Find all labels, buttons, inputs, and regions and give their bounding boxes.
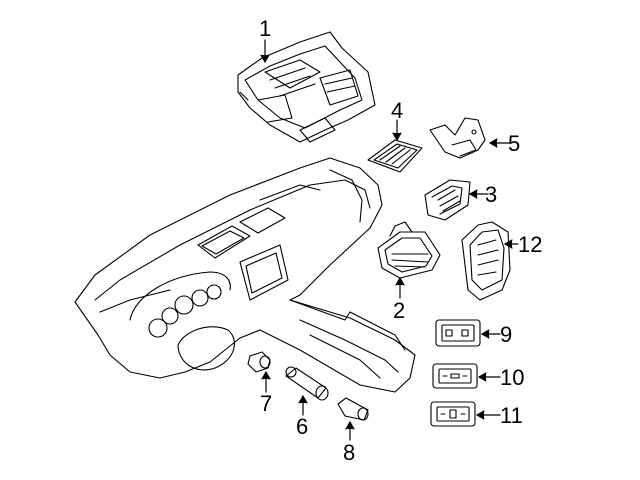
part-8-plug — [337, 397, 369, 421]
callout-2: 2 — [393, 298, 406, 323]
part-11-switch — [430, 401, 476, 427]
callout-9: 9 — [500, 322, 513, 347]
part-10-switch — [432, 363, 478, 389]
part-4-vent-grille — [367, 139, 423, 173]
part-9-switch — [435, 319, 481, 347]
part-5-bracket — [429, 117, 486, 159]
part-3-side-vent — [424, 179, 471, 221]
callout-4: 4 — [391, 98, 404, 123]
leader-lines — [260, 39, 519, 441]
callout-11: 11 — [500, 403, 523, 428]
callout-1: 1 — [259, 16, 272, 41]
part-1-center-bezel — [237, 31, 376, 143]
callout-6: 6 — [296, 414, 309, 439]
callout-3: 3 — [485, 182, 498, 207]
callout-12: 12 — [518, 232, 543, 257]
part-6-cylinder — [285, 366, 329, 401]
callout-7: 7 — [260, 391, 273, 416]
callout-8: 8 — [343, 440, 356, 465]
part-2-vent-housing — [377, 221, 441, 279]
callout-5: 5 — [508, 131, 521, 156]
callout-10: 10 — [500, 365, 525, 390]
part-12-switch-panel — [461, 221, 511, 301]
instrument-panel — [74, 157, 416, 393]
part-7-sensor — [247, 351, 271, 373]
